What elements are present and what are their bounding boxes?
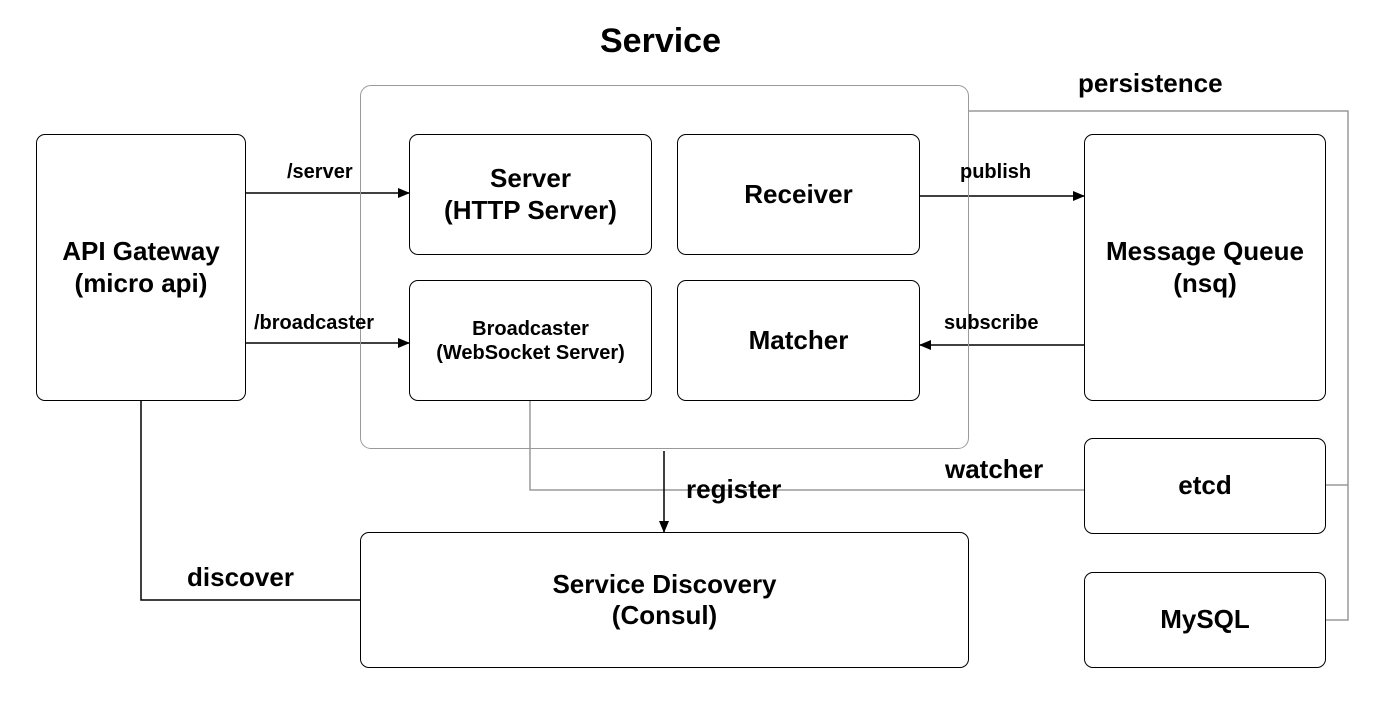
matcher-title: Matcher — [748, 324, 849, 355]
api-gateway-title: API Gateway — [62, 236, 220, 267]
message-queue-node[interactable]: Message Queue (nsq) — [1084, 134, 1326, 401]
server-title: Server — [490, 163, 571, 194]
server-node[interactable]: Server (HTTP Server) — [409, 134, 652, 255]
mysql-node[interactable]: MySQL — [1084, 572, 1326, 668]
persistence-connector — [969, 110, 1349, 621]
service-title: Service — [600, 22, 721, 60]
server-edge-label: /server — [287, 161, 353, 183]
server-subtitle: (HTTP Server) — [444, 194, 617, 225]
api-gateway-subtitle: (micro api) — [74, 267, 208, 298]
persistence-edge-label: persistence — [1078, 68, 1223, 98]
discover-connector — [140, 401, 360, 601]
publish-edge-label: publish — [960, 161, 1032, 183]
matcher-node[interactable]: Matcher — [677, 280, 920, 401]
broadcaster-edge-label: /broadcaster — [254, 312, 375, 334]
receiver-node[interactable]: Receiver — [677, 134, 920, 255]
discover-edge-label: discover — [187, 562, 294, 592]
service-discovery-title: Service Discovery — [552, 568, 777, 599]
message-queue-title: Message Queue — [1106, 236, 1304, 267]
mysql-title: MySQL — [1160, 604, 1250, 635]
broadcaster-title: Broadcaster — [472, 317, 589, 340]
subscribe-edge-label: subscribe — [944, 312, 1039, 334]
watcher-connector — [529, 401, 1084, 491]
watcher-edge-label: watcher — [945, 454, 1044, 484]
register-edge-label: register — [686, 474, 782, 504]
message-queue-subtitle: (nsq) — [1173, 267, 1237, 298]
broadcaster-subtitle: (WebSocket Server) — [436, 341, 625, 364]
service-frame — [360, 85, 969, 449]
broadcaster-node[interactable]: Broadcaster (WebSocket Server) — [409, 280, 652, 401]
etcd-node[interactable]: etcd — [1084, 438, 1326, 534]
receiver-title: Receiver — [744, 178, 853, 209]
service-discovery-subtitle: (Consul) — [611, 600, 718, 630]
service-discovery-node[interactable]: Service Discovery (Consul) — [360, 532, 969, 668]
etcd-title: etcd — [1178, 470, 1232, 501]
api-gateway-node[interactable]: API Gateway (micro api) — [36, 134, 246, 401]
